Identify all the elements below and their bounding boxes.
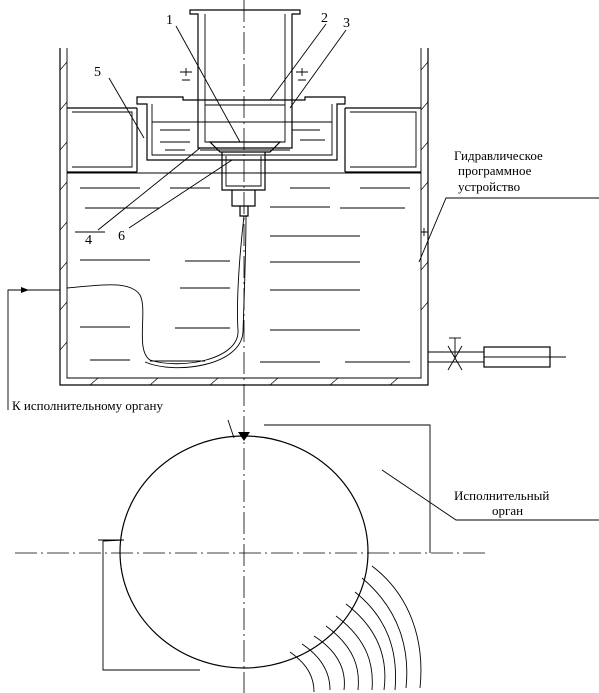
chip-stream xyxy=(289,565,422,693)
membrane-sensor xyxy=(200,141,290,217)
tank-bottom-hatch xyxy=(89,377,399,386)
label-6: 6 xyxy=(118,229,125,244)
tank-wall-hatch-right xyxy=(420,61,429,311)
to-organ-label: К исполнительному органу xyxy=(12,398,163,413)
device-label-line2: программное xyxy=(458,163,532,178)
outlet-pipe xyxy=(483,346,566,368)
right-float xyxy=(344,107,421,173)
label-5: 5 xyxy=(94,65,101,80)
label-4: 4 xyxy=(85,233,92,248)
left-float xyxy=(67,107,138,173)
label-2: 2 xyxy=(321,11,328,26)
device-label-line1: Гидравлическое xyxy=(454,148,543,163)
device-label-line3: устройство xyxy=(458,179,520,194)
signal-line xyxy=(7,287,60,410)
label-3: 3 xyxy=(343,16,350,31)
tank-wall-hatch-left xyxy=(59,61,68,351)
signal-hose xyxy=(66,215,247,369)
leader-lines xyxy=(97,23,599,263)
central-cup xyxy=(136,96,346,161)
label-1: 1 xyxy=(166,13,173,28)
outlet-valve xyxy=(428,337,484,371)
organ-label-line2: орган xyxy=(492,503,523,518)
organ-label-line1: Исполнительный xyxy=(454,488,549,503)
actuator-organ xyxy=(15,419,599,671)
